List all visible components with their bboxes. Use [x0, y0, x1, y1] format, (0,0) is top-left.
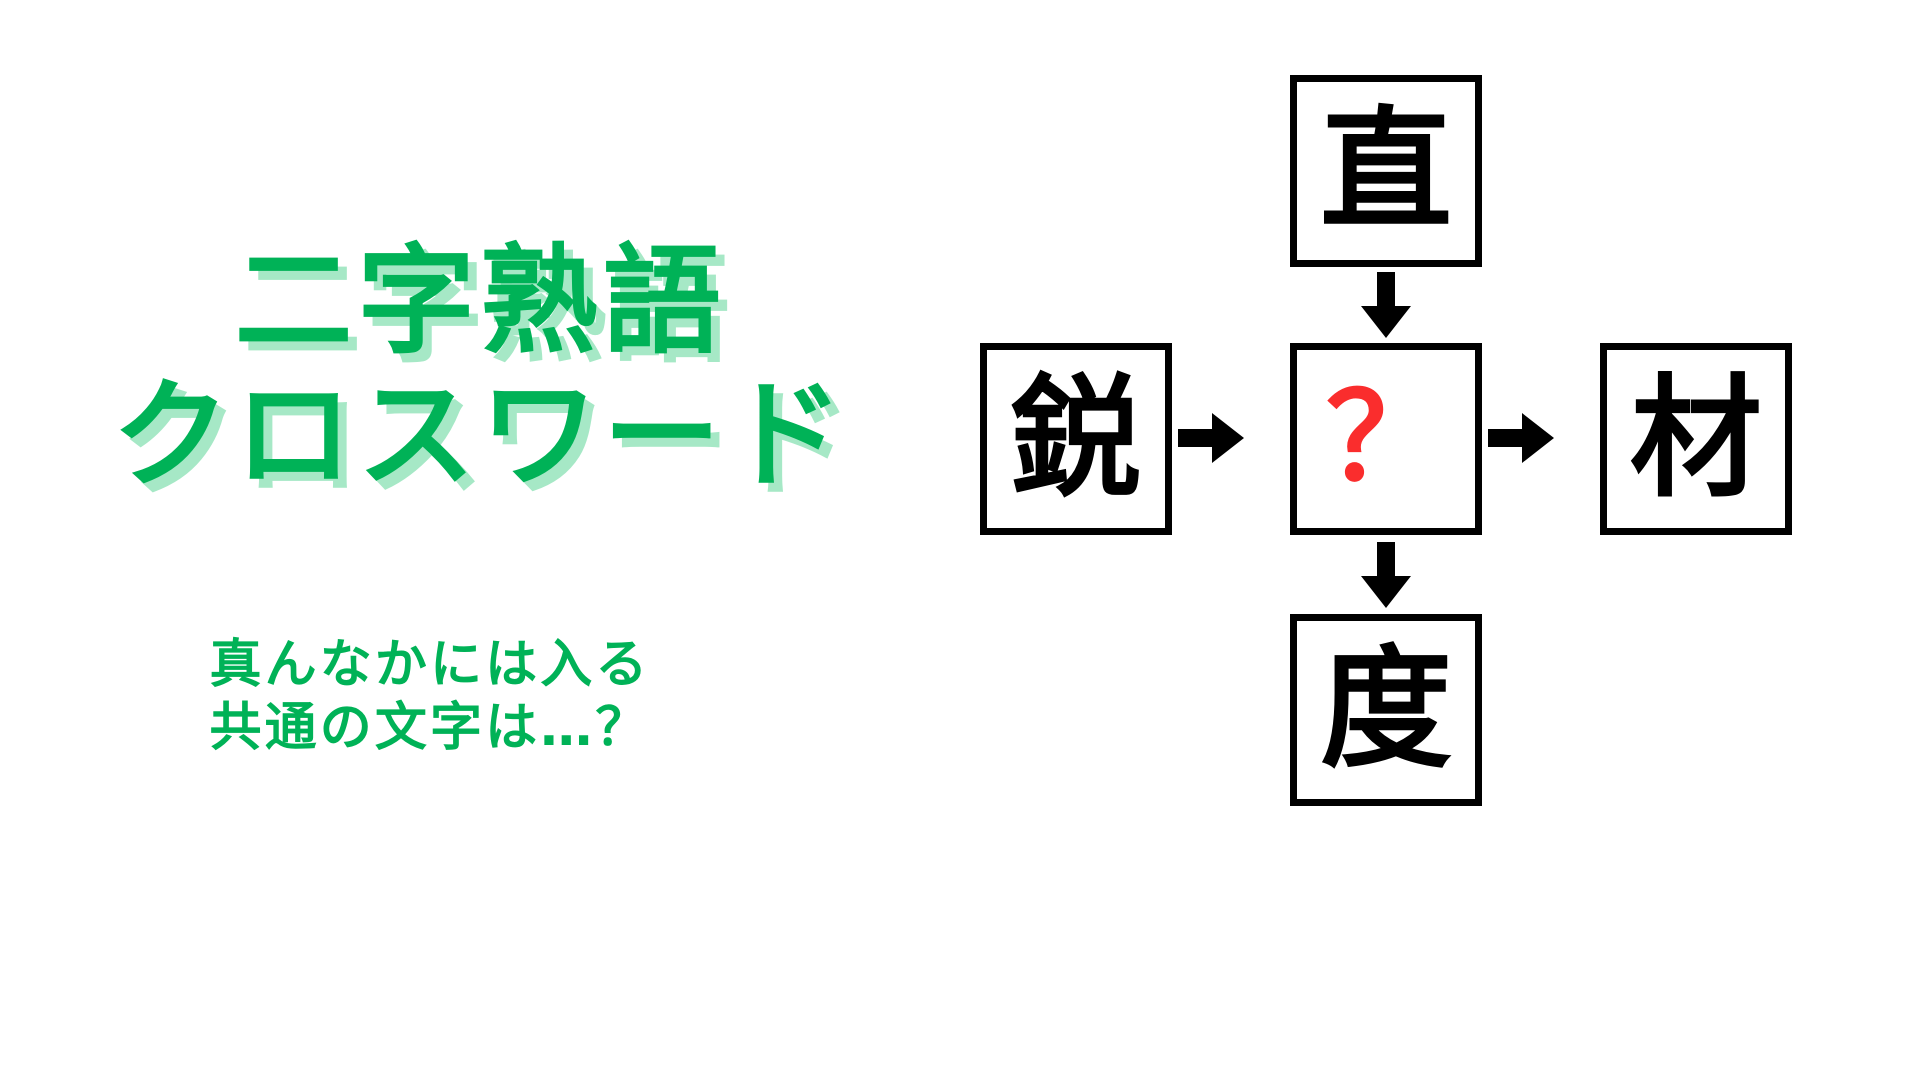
kanji-glyph-bottom: 度 [1320, 633, 1452, 787]
subtitle-line-2: 共通の文字は…？ [209, 698, 651, 759]
arrow-right-icon-left-to-center [1178, 409, 1246, 467]
kanji-cell-bottom[interactable]: 度 [1290, 614, 1482, 806]
question-mark-glyph: ？ [1326, 369, 1446, 508]
subtitle-line-1: 真んなかには入る [209, 635, 651, 695]
title-block: 二字熟語 クロスワード [0, 235, 960, 501]
kanji-glyph-right: 材 [1630, 362, 1762, 516]
kanji-cell-top[interactable]: 直 [1290, 75, 1482, 267]
title-line-2: クロスワード [111, 366, 849, 505]
subtitle-block: 真んなかには入る 共通の文字は…？ [0, 634, 860, 761]
kanji-glyph-top: 直 [1320, 94, 1452, 248]
kanji-cell-left[interactable]: 鋭 [980, 343, 1172, 535]
arrow-right-icon-center-to-right [1488, 409, 1556, 467]
kanji-cell-center-answer[interactable]: ？ [1290, 343, 1482, 535]
arrow-down-icon-top-to-center [1358, 272, 1414, 340]
kanji-glyph-left: 鋭 [1010, 362, 1142, 516]
kanji-cell-right[interactable]: 材 [1600, 343, 1792, 535]
title-line-1: 二字熟語 [234, 232, 726, 370]
arrow-down-icon-center-to-bottom [1358, 542, 1414, 610]
kanji-crossword-diagram: 直 鋭 ？ 材 度 [960, 0, 1920, 1080]
